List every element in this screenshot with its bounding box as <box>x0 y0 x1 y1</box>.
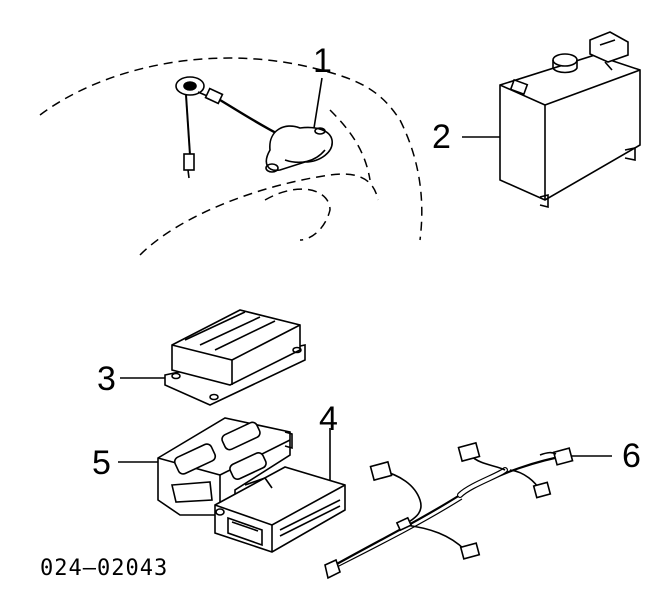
control-module-part <box>499 31 641 209</box>
part-code: 024–02043 <box>40 556 169 581</box>
callout-5: 5 <box>92 444 111 482</box>
callout-4: 4 <box>319 400 338 438</box>
callout-2: 2 <box>432 118 451 156</box>
antenna-part <box>175 76 333 179</box>
leader-line-1 <box>313 77 323 129</box>
mounting-bracket-part <box>157 417 293 516</box>
amplifier-part <box>164 309 306 406</box>
dashed-car-outline <box>39 57 423 256</box>
receiver-unit-part <box>214 466 346 553</box>
callout-3: 3 <box>97 360 116 398</box>
callout-1: 1 <box>313 42 332 80</box>
wiring-harness-part <box>324 441 574 580</box>
callout-6: 6 <box>622 437 641 475</box>
